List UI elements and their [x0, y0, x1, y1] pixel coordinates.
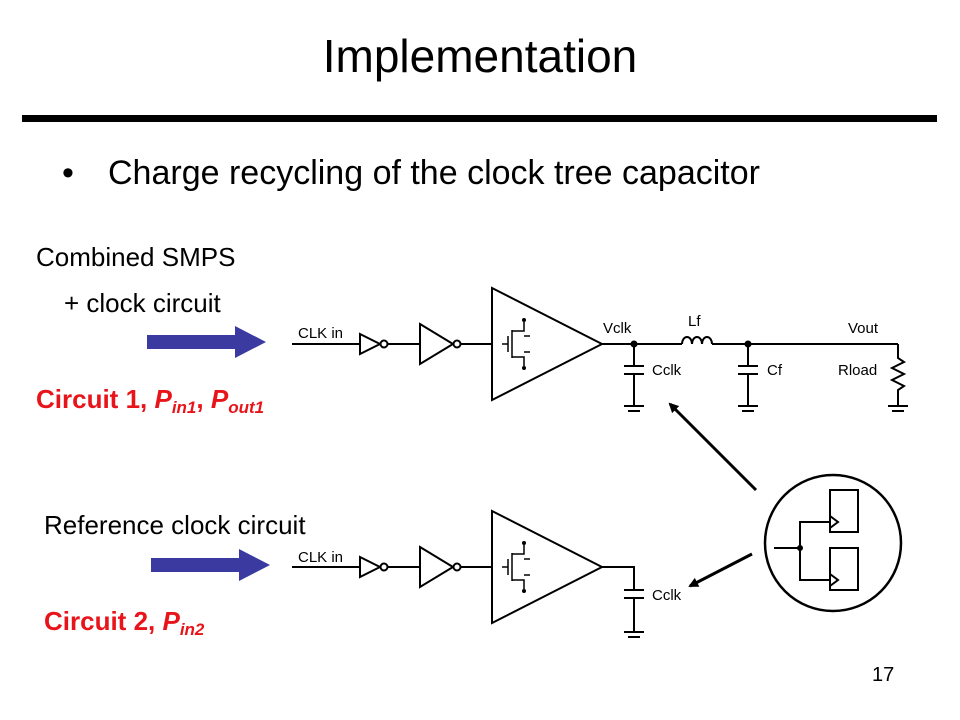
cclk-capacitor-top — [624, 344, 644, 412]
p-in2-symbol: P — [162, 606, 180, 636]
cf-capacitor — [738, 344, 758, 412]
p-out1-subscript: out1 — [228, 398, 265, 417]
circuit-2-label: Circuit 2, Pin2 — [44, 606, 204, 645]
cf-label: Cf — [767, 362, 783, 379]
lf-inductor — [681, 336, 713, 345]
cclk-label-bottom: Cclk — [652, 587, 682, 604]
circuit-1-label: Circuit 1, Pin1, Pout1 — [36, 384, 264, 423]
clock-circuit-label: + clock circuit — [64, 288, 221, 318]
p-in2-subscript: in2 — [179, 620, 205, 639]
clk-in-label-top: CLK in — [298, 325, 343, 342]
cclk-label-top: Cclk — [652, 362, 682, 379]
combined-smps-label: Combined SMPS — [36, 242, 236, 272]
large-driver-top — [491, 286, 605, 402]
small-inverter-bottom — [359, 555, 389, 579]
circuit-1-name: Circuit 1, — [36, 384, 155, 414]
input-arrow-top — [147, 326, 266, 358]
vout-label: Vout — [848, 320, 879, 337]
vclk-label: Vclk — [603, 320, 632, 337]
medium-inverter-bottom — [419, 545, 462, 589]
lf-label: Lf — [688, 313, 701, 330]
reference-clock-label: Reference clock circuit — [44, 510, 306, 540]
cclk-capacitor-bottom — [624, 589, 644, 638]
pointer-arrow-top — [668, 402, 758, 492]
rload-resistor — [888, 344, 908, 412]
small-inverter-top — [359, 332, 389, 356]
flip-flop-inset — [763, 473, 903, 613]
page-number: 17 — [872, 664, 895, 686]
p-in1-symbol: P — [154, 384, 172, 414]
input-arrow-bottom — [151, 549, 270, 581]
medium-inverter-top — [419, 322, 462, 366]
circuit-2-name: Circuit 2, — [44, 606, 163, 636]
bullet-text: Charge recycling of the clock tree capac… — [108, 154, 760, 192]
p-out1-symbol: P — [210, 384, 229, 414]
title-divider — [22, 115, 937, 122]
circuit-1-sep: , — [196, 384, 211, 414]
bullet-dot: • — [62, 154, 74, 192]
p-in1-subscript: in1 — [171, 398, 197, 417]
large-driver-bottom — [491, 509, 605, 625]
clk-in-label-bottom: CLK in — [298, 549, 343, 566]
rload-label: Rload — [838, 362, 877, 379]
pointer-arrow-bottom — [688, 552, 753, 588]
slide-title: Implementation — [322, 30, 638, 82]
